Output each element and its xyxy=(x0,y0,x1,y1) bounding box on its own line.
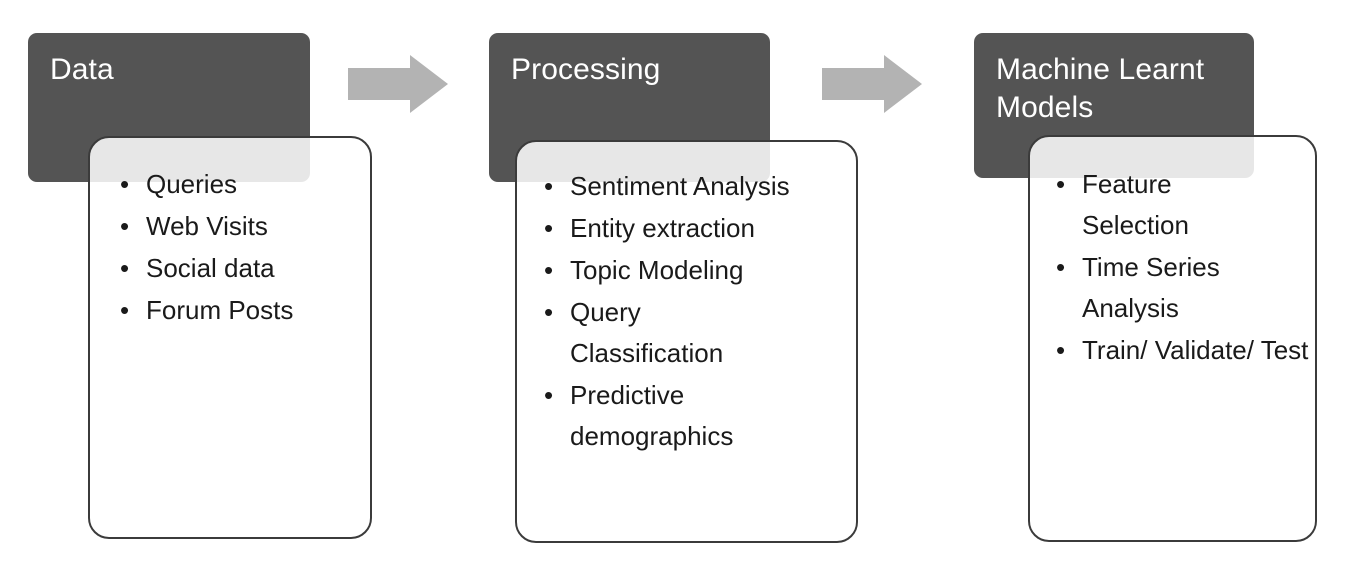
list-item-label: Train/ Validate/ Test xyxy=(1082,335,1309,365)
list-item-label: Forum Posts xyxy=(146,295,294,325)
stage-card-data[interactable]: • Queries • Web Visits • Social data • F… xyxy=(88,136,372,539)
arrow-processing-to-models xyxy=(822,55,922,113)
arrow-data-to-processing xyxy=(348,55,448,113)
stage-title-processing: Processing xyxy=(511,53,661,86)
list-item-label: Topic Modeling xyxy=(570,255,744,285)
bullet-icon: • xyxy=(544,297,554,327)
bullet-icon: • xyxy=(1056,169,1066,199)
list-item[interactable]: • Web Visits xyxy=(120,206,356,247)
list-item[interactable]: • Entity extraction xyxy=(544,208,842,249)
bullet-icon: • xyxy=(544,213,554,243)
list-item-label: Sentiment Analysis xyxy=(570,171,790,201)
list-item-label: Queries xyxy=(146,169,238,199)
bullet-icon: • xyxy=(120,295,130,325)
bullet-icon: • xyxy=(1056,335,1066,365)
list-item[interactable]: • Predictive demographics xyxy=(544,375,780,457)
stage-card-processing[interactable]: • Sentiment Analysis • Entity extraction… xyxy=(515,140,858,543)
list-item[interactable]: • Sentiment Analysis xyxy=(544,166,842,207)
list-item[interactable]: • Query Classification xyxy=(544,292,724,374)
list-item-label: Query Classification xyxy=(570,297,724,368)
list-item-label: Time Series Analysis xyxy=(1082,252,1220,323)
list-item[interactable]: • Queries xyxy=(120,164,356,205)
list-item[interactable]: • Topic Modeling xyxy=(544,250,842,291)
stage-list-machine-learnt-models: • Feature Selection • Time Series Analys… xyxy=(1030,137,1315,371)
stage-card-machine-learnt-models[interactable]: • Feature Selection • Time Series Analys… xyxy=(1028,135,1317,542)
list-item[interactable]: • Social data xyxy=(120,248,356,289)
stage-list-data: • Queries • Web Visits • Social data • F… xyxy=(90,138,370,331)
list-item-label: Predictive demographics xyxy=(570,380,734,451)
stage-title-data: Data xyxy=(50,53,114,86)
list-item[interactable]: • Train/ Validate/ Test xyxy=(1056,330,1312,371)
list-item-label: Feature Selection xyxy=(1082,169,1189,240)
bullet-icon: • xyxy=(120,253,130,283)
bullet-icon: • xyxy=(544,255,554,285)
bullet-icon: • xyxy=(544,171,554,201)
bullet-icon: • xyxy=(120,211,130,241)
stage-list-processing: • Sentiment Analysis • Entity extraction… xyxy=(517,142,856,457)
bullet-icon: • xyxy=(120,169,130,199)
list-item-label: Social data xyxy=(146,253,275,283)
list-item[interactable]: • Forum Posts xyxy=(120,290,356,331)
list-item-label: Web Visits xyxy=(146,211,268,241)
list-item[interactable]: • Time Series Analysis xyxy=(1056,247,1257,329)
bullet-icon: • xyxy=(544,380,554,410)
list-item-label: Entity extraction xyxy=(570,213,755,243)
stage-title-machine-learnt-models: Machine Learnt Models xyxy=(996,53,1205,124)
bullet-icon: • xyxy=(1056,252,1066,282)
list-item[interactable]: • Feature Selection xyxy=(1056,164,1232,246)
